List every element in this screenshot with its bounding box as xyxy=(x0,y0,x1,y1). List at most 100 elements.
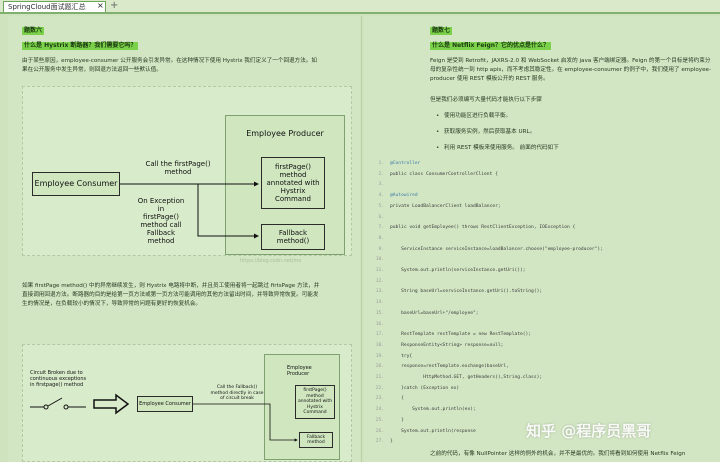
line-number: 22. xyxy=(375,385,384,391)
tab-title: SpringCloud面试题汇总 xyxy=(8,3,86,11)
code-line: 27.} xyxy=(372,436,712,447)
code-text: public class ConsumerControllerClient { xyxy=(390,171,498,177)
blog-watermark: https://blog.csdn.net/mo xyxy=(240,258,302,264)
left-paragraph-2: 如果 firstPage method() 中的异常继续发生，则 Hystrix… xyxy=(22,283,320,307)
code-text: public void getEmployee() throws RestCli… xyxy=(390,225,576,231)
first-page-box: firstPage() method annotated with Hystri… xyxy=(261,157,325,209)
code-line: 14. xyxy=(372,297,712,308)
left-heading-number: 题数六 xyxy=(22,27,45,35)
line-number: 25. xyxy=(375,417,384,423)
code-line: 6. xyxy=(372,212,712,223)
circuit-broken-label: Circuit Broken due to continuous excepti… xyxy=(30,370,87,388)
code-text: private LoadBalancerClient loadBalancer; xyxy=(390,203,501,209)
line-number: 13. xyxy=(375,289,384,295)
add-tab-icon[interactable]: + xyxy=(110,0,119,11)
code-line: 5. private LoadBalancerClient loadBalance… xyxy=(372,201,712,212)
zhihu-watermark: 知乎 @程序员黑哥 xyxy=(526,422,652,440)
code-line: 9. ServiceInstance serviceInstance=loadB… xyxy=(372,244,712,255)
code-line: 26. System.out.println(response xyxy=(372,426,712,437)
line-number: 24. xyxy=(375,407,384,413)
call-first-page-label: Call the firstPage() method xyxy=(145,160,211,176)
switch-icon xyxy=(30,397,86,410)
line-number: 26. xyxy=(375,428,384,434)
line-number: 8. xyxy=(378,235,384,241)
code-line: 11. System.out.println(serviceInstance.g… xyxy=(372,265,712,276)
right-footer-text: 之前的代码，有像 NullPointer 这样的例外的机会，并不是最优的。我们将… xyxy=(430,451,686,457)
line-number: 12. xyxy=(375,278,384,284)
line-number: 23. xyxy=(375,396,384,402)
line-number: 21. xyxy=(375,375,384,380)
code-text: System.out.println(ex); xyxy=(390,407,476,413)
code-line: 20. response=restTemplate.exchange(baseU… xyxy=(372,361,712,372)
producer-label: Employee Producer xyxy=(246,129,324,138)
close-icon[interactable]: × xyxy=(97,1,104,10)
code-text: ResponseEntity<String> response=null; xyxy=(390,342,504,348)
big-arrow-icon xyxy=(93,393,130,415)
code-line: 4. @Autowired xyxy=(372,190,712,201)
line-number: 9. xyxy=(378,246,384,252)
code-line: 13. String baseUrl=serviceInstance.getUr… xyxy=(372,286,712,297)
code-text: } xyxy=(390,417,404,423)
line-number: 14. xyxy=(375,300,384,306)
line-number: 2. xyxy=(378,171,384,177)
on-exception-label: On Exception in firstPage() method call … xyxy=(137,197,185,245)
code-line: 22. }catch (Exception ex) xyxy=(372,383,712,394)
code-text: { xyxy=(390,396,404,402)
bullet-3: 利用 REST 模板来使用服务。 前面的代码如下 xyxy=(436,144,559,153)
code-text: response=restTemplate.exchange(baseUrl, xyxy=(390,364,509,370)
line-number: 27. xyxy=(375,439,384,445)
code-line: 19. try{ xyxy=(372,351,712,362)
code-line: 16. xyxy=(372,319,712,330)
right-heading-number: 题数七 xyxy=(430,27,453,35)
call-fallback-label: Call the Fallback() method directly in c… xyxy=(210,385,264,401)
code-line: 24. System.out.println(ex); xyxy=(372,404,712,415)
code-line: 2. public class ConsumerControllerClient … xyxy=(372,169,712,180)
line-number: 1. xyxy=(378,161,384,166)
code-line: 12. xyxy=(372,276,712,287)
code-line: 17. RestTemplate restTemplate = new Rest… xyxy=(372,329,712,340)
line-number: 5. xyxy=(378,203,384,209)
code-line: 7.public void getEmployee() throws RestC… xyxy=(372,222,712,233)
line-number: 3. xyxy=(378,182,384,188)
code-line: 1. @Controller xyxy=(372,158,712,169)
producer-label-2: Employee Producer xyxy=(287,365,312,377)
line-number: 4. xyxy=(378,193,384,199)
line-number: 6. xyxy=(378,214,384,220)
line-number: 10. xyxy=(375,257,384,263)
code-text: @Controller xyxy=(390,161,421,166)
code-text: baseUrl=baseUrl+"/employee"; xyxy=(390,310,479,316)
tab-bar xyxy=(0,0,720,12)
code-text: System.out.println(response xyxy=(390,428,476,434)
code-text: try{ xyxy=(390,353,413,359)
first-page-box-2: firstPage() method annotated with Hystri… xyxy=(295,385,335,419)
code-text: }catch (Exception ex) xyxy=(390,385,460,391)
code-text: RestTemplate restTemplate = new RestTemp… xyxy=(390,332,532,338)
right-paragraph-1: Feign 是受到 Retrofit，JAXRS-2.0 和 WebSocket… xyxy=(430,58,711,82)
line-number: 16. xyxy=(375,321,384,327)
code-text: @Autowired xyxy=(390,193,418,199)
code-line: 15. baseUrl=baseUrl+"/employee"; xyxy=(372,308,712,319)
code-text: String baseUrl=serviceInstance.getUri().… xyxy=(390,289,543,295)
line-number: 19. xyxy=(375,353,384,359)
page-right xyxy=(364,16,720,462)
line-number: 15. xyxy=(375,310,384,316)
code-text: System.out.println(serviceInstance.getUr… xyxy=(390,268,526,273)
fallback-box-2: Fallback method xyxy=(299,432,333,448)
consumer-box: Employee Consumer xyxy=(32,172,120,196)
line-number: 20. xyxy=(375,364,384,370)
code-line: 25. } xyxy=(372,415,712,426)
code-text: } xyxy=(390,439,393,445)
line-number: 18. xyxy=(375,342,384,348)
consumer-box-2: Employee Consumer xyxy=(137,396,193,412)
fallback-box: Fallback method() xyxy=(261,224,325,250)
left-heading-question: 什么是 Hystrix 断路器？我们需要它吗？ xyxy=(22,42,139,50)
code-text: HttpMethod.GET, getHeaders(),String.clas… xyxy=(390,375,543,380)
code-line: 10. xyxy=(372,254,712,265)
left-paragraph-1: 由于某些原因，employee-consumer 公开服务会引发异常。在这种情况… xyxy=(22,58,318,73)
tab-springcloud[interactable]: SpringCloud面试题汇总 xyxy=(3,1,106,12)
code-line: 18. ResponseEntity<String> response=null… xyxy=(372,340,712,351)
tab-underline xyxy=(0,12,720,14)
code-text: ServiceInstance serviceInstance=loadBala… xyxy=(390,246,603,252)
right-paragraph-2: 但是我们必须编写大量代码才能执行以下步骤 xyxy=(430,97,542,103)
bullet-2: 获取服务实例，然后获取基本 URL。 xyxy=(436,128,535,137)
